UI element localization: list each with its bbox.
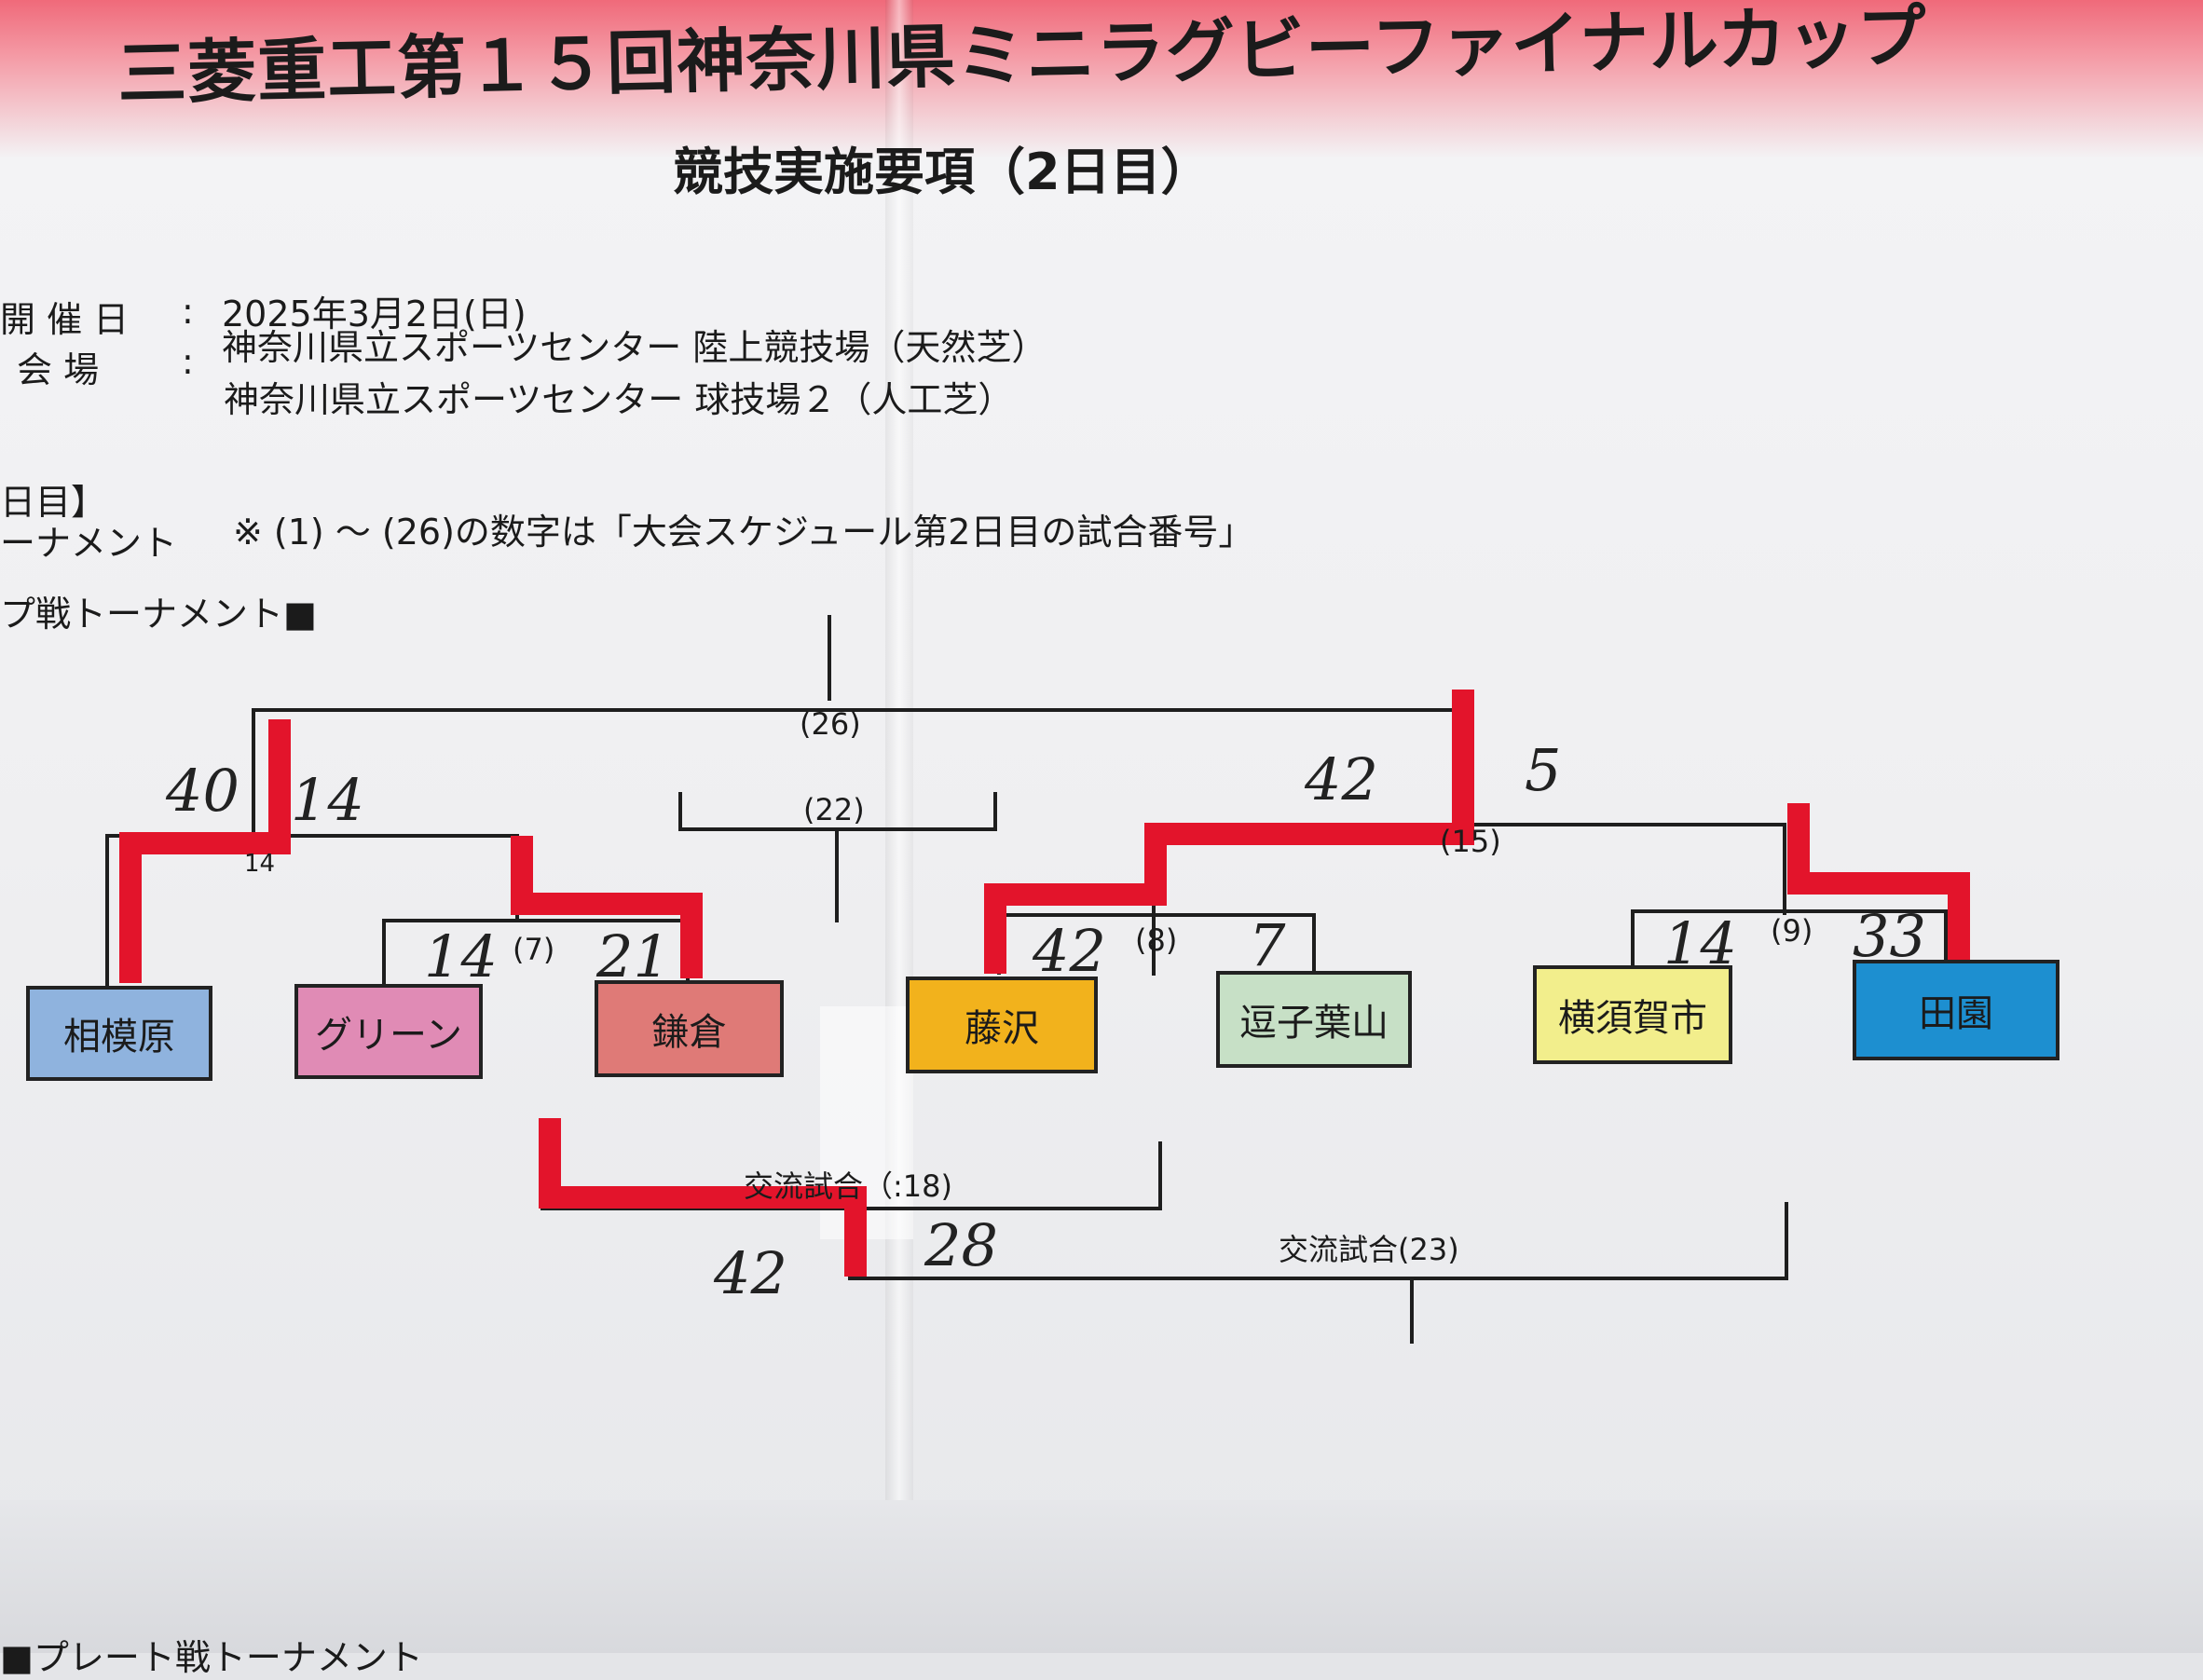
- score-exchange-left: 42: [714, 1239, 787, 1307]
- team-box-sagamihara: 相模原: [26, 986, 212, 1081]
- date-value: 2025年3月2日(日): [222, 294, 527, 335]
- venue-label: 会 場: [17, 349, 100, 390]
- score-exchange-right: 28: [924, 1211, 998, 1279]
- score-final-left: 40: [166, 757, 239, 825]
- score-final-left-2: 14: [291, 766, 364, 834]
- date-label: 開 催 日: [0, 299, 130, 340]
- day-label: 日目】: [0, 482, 107, 523]
- score-m7-kamakura: 21: [596, 922, 670, 990]
- cup-tournament-label: プ戦トーナメント■: [0, 594, 317, 635]
- match-number-8: (8): [1135, 922, 1178, 958]
- team-box-kamakura: 鎌倉: [595, 980, 784, 1077]
- paper-fold: [885, 0, 913, 1653]
- score-m8-fujisawa: 42: [1033, 917, 1106, 985]
- match-number-15: (15): [1440, 824, 1501, 859]
- score-final-right: 42: [1305, 745, 1378, 813]
- tournament-label: ーナメント: [0, 523, 178, 564]
- date-colon: :: [182, 291, 194, 332]
- team-box-denen: 田園: [1853, 960, 2059, 1060]
- score-final-right-2: 5: [1525, 736, 1562, 804]
- score-m8-zushi-hayama: 7: [1249, 911, 1286, 979]
- team-box-green: グリーン: [294, 984, 483, 1079]
- team-box-fujisawa: 藤沢: [906, 977, 1098, 1073]
- paper-bottom-edge: [0, 1500, 2203, 1653]
- exchange-match-18: 交流試合（:18): [744, 1168, 952, 1204]
- exchange-match-23: 交流試合(23): [1279, 1232, 1459, 1267]
- winner-highlight-path: [119, 690, 1970, 1277]
- venue-line-2: 神奈川県立スポーツセンター 球技場２（人工芝）: [224, 379, 1014, 420]
- match-number-7: (7): [513, 932, 555, 967]
- match-number-note: ※ (1) ～ (26)の数字は「大会スケジュール第2日目の試合番号」: [233, 512, 1254, 553]
- page-subtitle: 競技実施要項（2日目）: [673, 143, 1211, 201]
- small-number-14: 14: [244, 850, 276, 878]
- team-box-zushi-hayama: 逗子葉山: [1216, 971, 1412, 1068]
- match-number-9: (9): [1771, 913, 1813, 949]
- score-m9-denen: 33: [1853, 902, 1926, 970]
- team-box-yokosuka: 横須賀市: [1533, 965, 1732, 1064]
- score-m9-yokosuka: 14: [1663, 909, 1737, 977]
- venue-line-1: 神奈川県立スポーツセンター 陸上競技場（天然芝）: [222, 327, 1047, 368]
- venue-colon: :: [182, 341, 194, 382]
- match-number-26: (26): [800, 706, 861, 742]
- match-number-22: (22): [803, 792, 865, 827]
- score-m7-green: 14: [424, 922, 498, 990]
